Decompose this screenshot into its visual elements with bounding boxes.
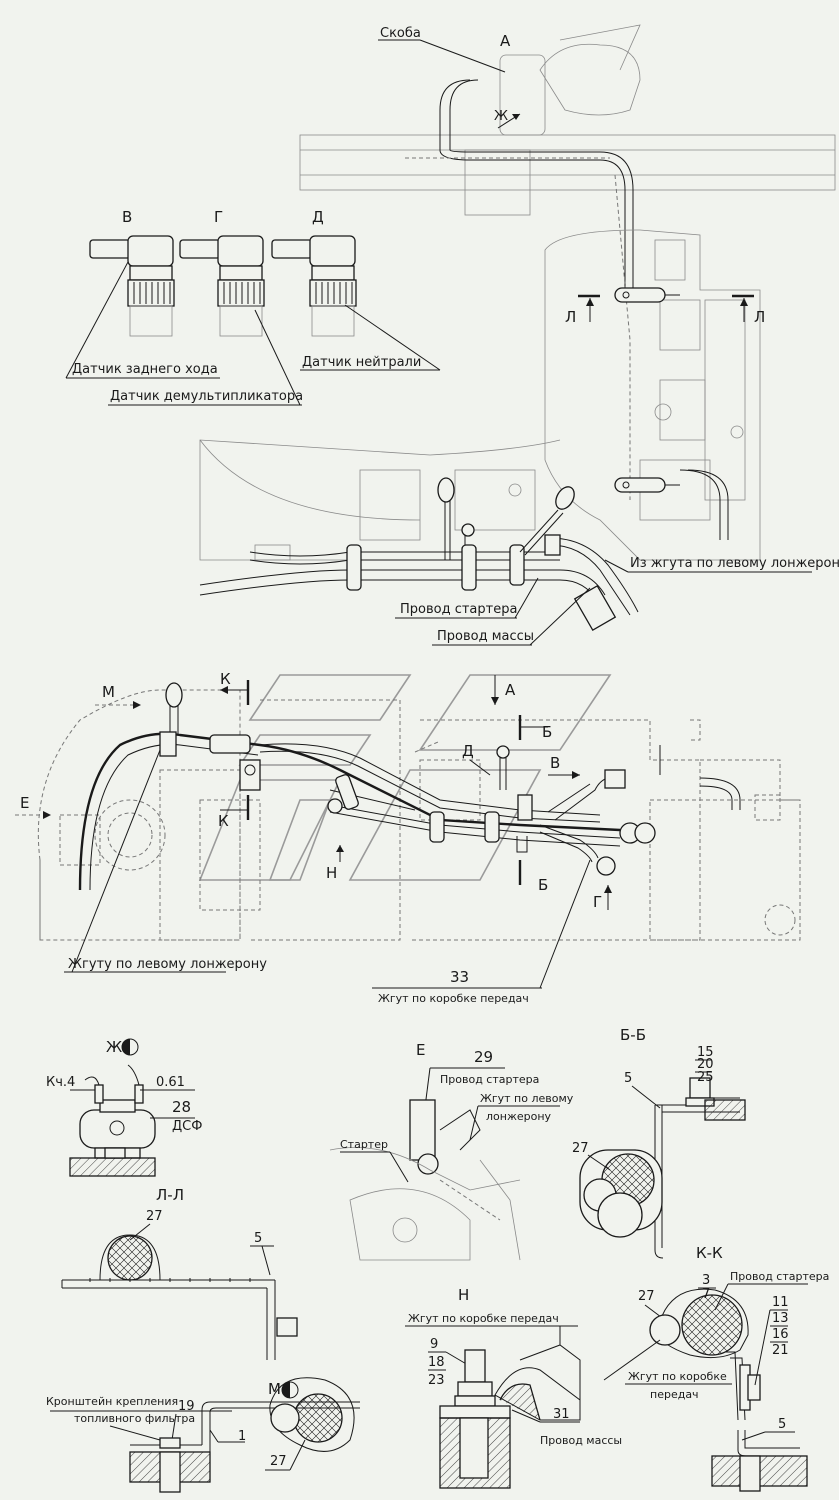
view-k-bottom-label: К [218, 812, 229, 830]
demult-sensor [179, 235, 265, 337]
view-m-label: М [102, 683, 115, 701]
section-b-top-label: Б [542, 723, 552, 741]
kk-11: 11 [772, 1295, 789, 1310]
engine-gearbox-side-view [37, 689, 801, 941]
bb-15: 15 [697, 1045, 714, 1060]
demult-sensor-label: Датчик демультипликатора [110, 389, 303, 404]
n-9: 9 [430, 1337, 438, 1352]
e-starter-wire-label: Провод стартера [440, 1073, 539, 1086]
starter-ground-wires-top [199, 477, 639, 631]
m-title: М [268, 1380, 281, 1398]
main-harness-middle [78, 682, 656, 891]
m-19: 19 [178, 1399, 195, 1414]
detail-e: Е 29 Провод стартера Жгут по левому лонж… [329, 1041, 574, 1261]
view-a-top-label: А [500, 32, 511, 50]
view-g-mid-label: Г [593, 893, 602, 911]
reverse-sensor [89, 235, 175, 337]
starter-label: Стартер [340, 1138, 388, 1151]
n-23: 23 [428, 1373, 445, 1388]
bb-25: 25 [697, 1070, 714, 1085]
n-18: 18 [428, 1355, 445, 1370]
reverse-sensor-label: Датчик заднего хода [72, 362, 218, 377]
detail-bb: Б-Б 5 15 20 25 27 [572, 1026, 746, 1259]
m-27: 27 [270, 1454, 287, 1469]
view-d-mid-label: Д [462, 742, 474, 760]
detail-e-title: Е [416, 1041, 425, 1059]
bb-20: 20 [697, 1057, 714, 1072]
e-harness-left-2: лонжерону [486, 1110, 552, 1123]
neutral-sensor [271, 235, 357, 337]
starter-wire-top-label: Провод стартера [400, 602, 517, 617]
view-d-label: Д [312, 208, 324, 226]
detail-ll: Л-Л 27 5 [61, 1186, 298, 1360]
kk-27: 27 [638, 1289, 655, 1304]
n-ground-label: Провод массы [540, 1434, 622, 1447]
bb-pos-5: 5 [624, 1071, 632, 1086]
view-v-label: В [122, 208, 132, 226]
sensor-views: В Г Д Датчик заднего [65, 208, 441, 406]
view-e-label: Е [20, 794, 29, 812]
kk-starter-label: Провод стартера [730, 1270, 829, 1283]
detail-zh-title: Ж [106, 1038, 122, 1056]
detail-zh: Ж Кч.4 0.61 28 ДСФ [46, 1038, 202, 1177]
watermark-logo [198, 674, 612, 881]
top-view-leaders: Из жгута по левому лонжерону Провод стар… [395, 556, 839, 646]
skoba-leader [419, 39, 506, 73]
n-harness-label: Жгут по коробке передач [408, 1312, 559, 1325]
vertical-harness [614, 287, 680, 493]
n-title: Н [458, 1286, 469, 1304]
kk-16: 16 [772, 1327, 789, 1342]
top-frame-view: Скоба А Ж [299, 24, 836, 500]
pos-29-label: 29 [474, 1048, 493, 1066]
ll-27: 27 [146, 1209, 163, 1224]
kk-13: 13 [772, 1311, 789, 1326]
detail-kk: К-К 3 7 Провод стартера 27 11 13 16 21 Ж… [603, 1244, 829, 1492]
section-l-right-label: Л [754, 308, 765, 326]
bracket-label-2: топливного фильтра [74, 1412, 195, 1425]
bb-27: 27 [572, 1141, 589, 1156]
skoba-label: Скоба [380, 26, 421, 41]
detail-n: Н Жгут по коробке передач 9 18 23 31 Про… [405, 1286, 622, 1489]
kk-3: 3 [702, 1273, 710, 1288]
bracket-label-1: Кронштейн крепления [46, 1395, 178, 1408]
neutral-sensor-label: Датчик нейтрали [302, 355, 421, 370]
detail-m: Кронштейн крепления топливного фильтра 1… [46, 1377, 360, 1493]
view-k-top-label: К [220, 670, 231, 688]
section-l-left-label: Л [565, 308, 576, 326]
kk-title: К-К [696, 1244, 723, 1262]
view-a-mid-label: А [505, 681, 516, 699]
n-31: 31 [553, 1407, 570, 1422]
m-1: 1 [238, 1429, 246, 1444]
kk-7: 7 [702, 1287, 710, 1302]
middle-view-markers: К К М Е А Д Б Б В Н Г [15, 670, 612, 911]
ground-wire-top-label: Провод массы [437, 629, 534, 644]
gearbox-harness-label: Жгут по коробке передач [378, 992, 529, 1005]
ll-title: Л-Л [156, 1186, 184, 1204]
view-zh-arrow-label: Ж [494, 109, 508, 124]
section-l-markers: Л Л [565, 294, 765, 326]
ll-5: 5 [254, 1231, 262, 1246]
from-harness-label: Из жгута по левому лонжерону [630, 556, 839, 571]
view-v-mid-label: В [550, 754, 560, 772]
v061-label: 0.61 [156, 1075, 185, 1090]
kk-5: 5 [778, 1417, 786, 1432]
kk-harness-2: передач [650, 1388, 699, 1401]
kk-harness-1: Жгут по коробке [628, 1370, 727, 1383]
e-harness-left-1: Жгут по левому [480, 1092, 574, 1105]
section-b-bottom-label: Б [538, 876, 548, 894]
view-n-label: Н [326, 864, 337, 882]
pos-33-label: 33 [450, 968, 469, 986]
pos-28-label: 28 [172, 1098, 191, 1116]
kk-21: 21 [772, 1343, 789, 1358]
view-g-label: Г [214, 208, 223, 226]
dsf-label: ДСФ [172, 1119, 202, 1134]
middle-leaders: Жгуту по левому лонжерону 33 Жгут по кор… [64, 749, 591, 1005]
kch4-label: Кч.4 [46, 1075, 75, 1090]
gearbox-body [199, 229, 761, 561]
left-spar-harness-label: Жгуту по левому лонжерону [68, 957, 267, 972]
bb-title: Б-Б [620, 1026, 646, 1044]
